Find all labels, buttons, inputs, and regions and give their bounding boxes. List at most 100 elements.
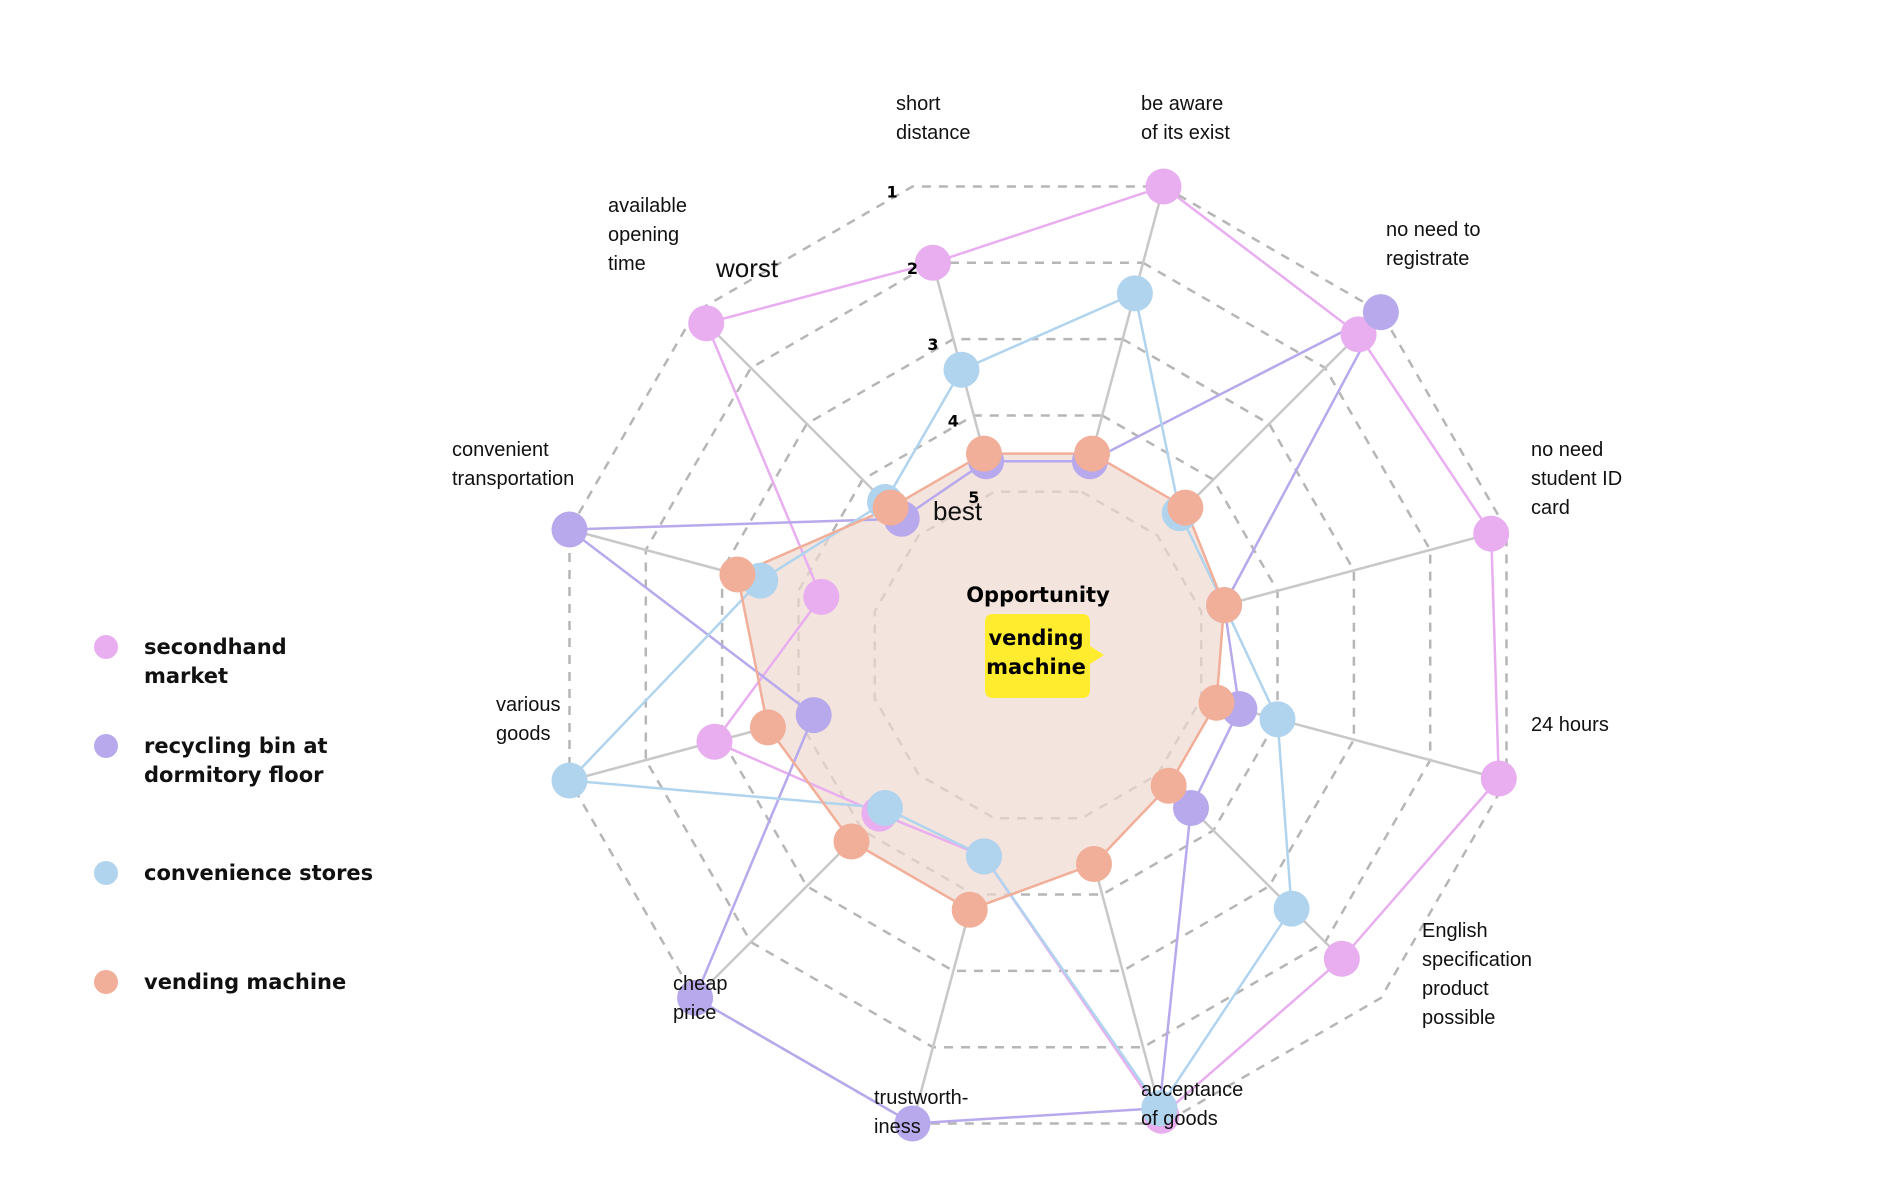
legend-marker <box>94 734 118 758</box>
data-point <box>1173 790 1209 826</box>
legend-label: vending machine <box>144 970 346 994</box>
legend-marker <box>94 861 118 885</box>
axis-label: available <box>608 195 687 217</box>
axis-label: various <box>496 694 560 716</box>
data-point <box>551 762 588 799</box>
axis-label: distance <box>896 122 971 144</box>
legend-label: market <box>144 664 228 688</box>
data-point <box>833 823 870 860</box>
data-point <box>894 1105 931 1142</box>
axis-spoke <box>705 322 892 509</box>
axis-label: trustworth- <box>874 1087 968 1109</box>
axis-label: goods <box>496 723 551 745</box>
axis-label: price <box>673 1002 716 1024</box>
axis-label: time <box>608 253 646 275</box>
data-point <box>1473 515 1510 552</box>
data-point <box>1076 846 1112 882</box>
data-point <box>1340 316 1377 353</box>
scale-worst-label: worst <box>715 253 779 283</box>
axis-spoke <box>569 726 769 782</box>
axis-label: cheap <box>673 973 728 995</box>
data-point <box>966 435 1002 472</box>
axis-spoke <box>1223 532 1492 607</box>
axis-spoke <box>694 840 853 999</box>
axis-label: English <box>1422 920 1488 942</box>
data-point <box>1150 767 1187 804</box>
callout-text-line-2: machine <box>986 655 1086 679</box>
axis-label: student ID <box>1531 468 1622 490</box>
axis-label: no need to <box>1386 219 1481 241</box>
axis-labels: short distance be aware of its exist no need… <box>452 93 1622 1138</box>
scale-tick: 5 <box>968 488 979 507</box>
axis-label: card <box>1531 497 1570 519</box>
scale-tick: 1 <box>887 183 898 202</box>
axis-label: possible <box>1422 1007 1495 1029</box>
data-point <box>696 723 733 760</box>
data-point <box>749 709 786 746</box>
data-point <box>966 838 1002 875</box>
legend-label: convenience stores <box>144 861 373 885</box>
data-point <box>1362 294 1399 331</box>
axis-label: specification <box>1422 949 1532 971</box>
legend-label: recycling bin at <box>144 734 328 758</box>
legend-marker <box>94 970 118 994</box>
axis-label: iness <box>874 1116 921 1138</box>
axis-label: registrate <box>1386 248 1469 270</box>
data-point <box>677 979 714 1016</box>
scale-tick: 2 <box>907 259 918 278</box>
axis-spoke <box>1092 863 1163 1117</box>
data-point <box>688 305 725 342</box>
axis-label: opening <box>608 224 679 246</box>
axis-label: transportation <box>452 468 574 490</box>
axis-label: of its exist <box>1141 122 1230 144</box>
data-point <box>1273 890 1310 927</box>
callout-box <box>985 614 1104 698</box>
data-point <box>1259 701 1296 738</box>
callout-text-line-1: vending <box>988 626 1083 650</box>
opportunity-annotation: Opportunity vending machine <box>966 583 1110 698</box>
axis-label: no need <box>1531 439 1603 461</box>
data-point <box>1198 684 1235 721</box>
axis-spoke <box>1216 701 1500 780</box>
scale-labels: worst best 1 2 3 4 5 <box>715 183 983 527</box>
data-point <box>1167 489 1204 526</box>
axis-label: be aware <box>1141 93 1223 115</box>
data-point <box>1145 168 1182 205</box>
series-points <box>551 168 1517 1142</box>
scale-best-label: best <box>933 496 983 526</box>
data-point <box>1074 435 1110 472</box>
data-point <box>551 511 588 548</box>
data-point <box>1206 587 1243 624</box>
legend-label: dormitory floor <box>144 763 324 787</box>
legend-label: secondhand <box>144 635 287 659</box>
legend-marker <box>94 635 118 659</box>
axis-label: acceptance <box>1141 1079 1243 1101</box>
data-point <box>943 351 980 388</box>
axis-label: product <box>1422 978 1489 1000</box>
axis-label: of goods <box>1141 1108 1218 1130</box>
data-point <box>1116 275 1153 312</box>
axis-spoke <box>1090 186 1165 454</box>
data-point <box>719 556 756 593</box>
data-point <box>803 578 840 615</box>
data-point <box>1323 940 1360 977</box>
data-point <box>1141 1090 1178 1127</box>
data-point <box>867 790 903 826</box>
highlight-fill <box>737 453 1225 910</box>
data-point <box>1480 760 1517 797</box>
data-point <box>914 244 951 281</box>
axis-label: short <box>896 93 941 115</box>
axis-spoke <box>911 909 971 1124</box>
axis-label: convenient <box>452 439 549 461</box>
data-point <box>951 891 988 928</box>
data-point <box>872 489 909 526</box>
axis-label: 24 hours <box>1531 714 1609 736</box>
scale-tick: 4 <box>948 412 959 431</box>
data-point <box>795 697 832 734</box>
axis-spoke <box>569 528 738 576</box>
highlight-area <box>737 453 1225 910</box>
scale-tick: 3 <box>927 335 938 354</box>
opportunity-label: Opportunity <box>966 583 1110 607</box>
legend: secondhand market recycling bin at dormitor… <box>94 635 373 994</box>
